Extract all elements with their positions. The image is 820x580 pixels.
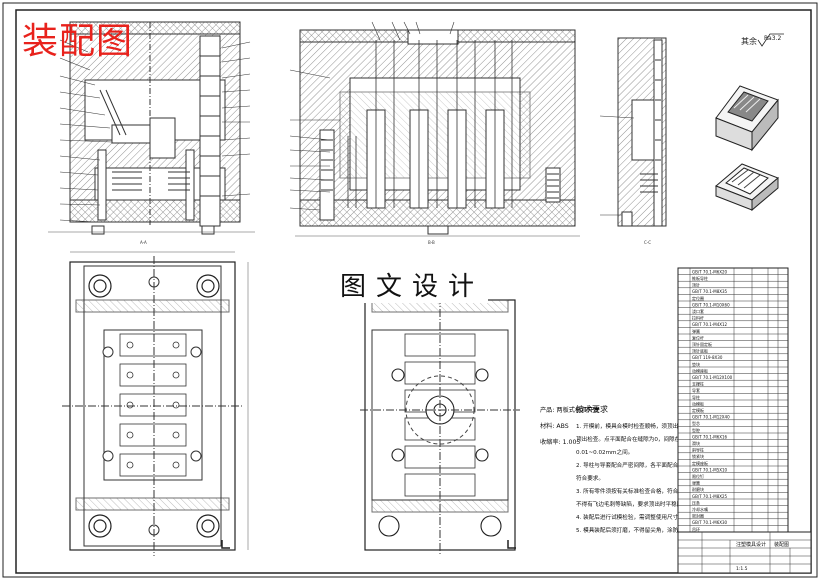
bom-row-name: 拉料杆: [692, 315, 704, 321]
roughness-note: 其余 Ra3.2: [741, 33, 784, 47]
design-title: 注塑模具设计: [736, 541, 766, 548]
note-shrink: 收缩率: 1.005: [540, 438, 580, 446]
section-b-label: B-B: [428, 240, 435, 245]
bom-row-name: 定位圈: [692, 295, 704, 301]
bom-row-name: GB/T 70.1-M12X40: [692, 415, 730, 420]
section-view-b: B-B: [289, 21, 580, 245]
section-a-label: A-A: [140, 240, 147, 245]
bom-row-name: 斜导柱: [692, 447, 704, 453]
roughness-prefix: 其余: [741, 36, 757, 46]
bom-row-name: 限位钉: [692, 473, 704, 479]
bom-row-name: GB/T 70.1-M5X10: [692, 467, 728, 472]
bom-row-name: 动模板: [692, 400, 704, 406]
section-view-a: A-A: [48, 21, 255, 245]
bom-row-name: 吊环: [692, 527, 700, 532]
bom-row-name: 弹簧: [692, 480, 700, 486]
technical-notes: 产品: 两板式模具开发 材料: ABS 收缩率: 1.005 技术要求 1. 开…: [540, 404, 707, 534]
bom-row-name: 耐磨块: [692, 486, 704, 492]
bom-row-name: GB/T 70.1-M10X60: [692, 302, 730, 307]
bom-row-name: 导柱: [692, 394, 700, 400]
bom-row-name: 支撑柱: [692, 381, 704, 387]
bom-row-name: 定模座板: [692, 460, 708, 466]
drawing-name: 装配图: [774, 541, 789, 548]
note-item: 4. 装配后进行试模检验，需调整使用尺寸要求。: [576, 513, 695, 521]
note-material: 材料: ABS: [540, 422, 569, 430]
watermark-text: 图文设计: [336, 271, 489, 303]
section-c-label: C-C: [644, 240, 651, 245]
bom-row-name: 顶针底板: [692, 348, 708, 354]
note-item: 3. 所有零件须按有关标准检查合格，符合图纸: [576, 487, 690, 495]
title-block: 注塑模具设计 装配图 1:1.5: [677, 531, 812, 574]
bom-row-name: GB/T 70.1-M6X30: [692, 520, 728, 525]
bom-row-name: 冷却水嘴: [692, 506, 708, 512]
bom-row-name: GB/T 70.1-M8X25: [692, 494, 728, 499]
bom-row-name: 定模板: [692, 407, 704, 413]
drawing-title: 装配图: [22, 21, 134, 62]
note-item: 2. 导柱与导套配合严密间隙，各平面配合精度: [576, 461, 690, 469]
note-item: 5. 模具装配后须打磨，不得留尖角，涂防锈油。: [576, 526, 695, 534]
note-product: 产品: 两板式模具开发: [540, 406, 600, 414]
bom-row-name: 动模座板: [692, 367, 708, 373]
product-isometric-top: [715, 85, 779, 152]
bom-row-name: GB/T 70.1-M8X35: [692, 289, 728, 294]
roughness-value: Ra3.2: [764, 35, 781, 42]
bom-row-name: 型芯: [692, 420, 700, 426]
bom-row-name: GB/T 70.1-M6X20: [692, 269, 728, 274]
bom-row-name: GB/T 119-8X30: [692, 355, 723, 360]
plan-view-moving-half: [62, 251, 249, 556]
notes-heading: 技术要求: [576, 404, 608, 414]
bom-row-name: 推板导柱: [692, 275, 708, 281]
bom-row-name: 弹簧: [692, 328, 700, 334]
bom-row-name: 压条: [692, 499, 700, 505]
product-isometric-bottom: [715, 163, 779, 212]
note-item: 1. 开模前，模具合模时检查顺畅，须顶出各零件安装: [576, 422, 707, 430]
inner-border: [15, 9, 812, 574]
bom-row-name: 顶针: [692, 282, 700, 288]
bom-row-name: 导套: [692, 387, 700, 393]
bom-row-name: GB/T 70.1-M6X16: [692, 434, 728, 439]
bom-row-name: 密封圈: [692, 513, 704, 519]
bom-row-name: 锁紧块: [692, 453, 704, 459]
bom-row-name: 浇口套: [692, 308, 704, 314]
section-view-c: C-C: [599, 37, 667, 245]
note-item: 0.01~0.02mm之间。: [576, 448, 633, 456]
scale-value: 1:1.5: [736, 566, 748, 572]
bom-row-name: 顶针固定板: [692, 341, 712, 347]
note-item: 顶出检查。点平面配合在缝隙为0，间隙在: [576, 435, 681, 443]
bom-row-name: 滑块: [692, 440, 700, 446]
note-item: 不得有飞边毛刺等缺陷，要求顶出时平稳顺畅无卡。: [576, 500, 705, 508]
bom-row-name: GB/T 70.1-M4X12: [692, 322, 728, 327]
plan-view-fixed-half: [360, 296, 520, 556]
bom-row-name: GB/T 70.1-M12X100: [692, 375, 733, 380]
bom-row-name: 垫块: [692, 361, 700, 367]
bom-row-name: 复位杆: [692, 334, 704, 340]
bom-row-name: 型腔: [692, 427, 700, 433]
note-item: 符合要求。: [576, 474, 604, 482]
